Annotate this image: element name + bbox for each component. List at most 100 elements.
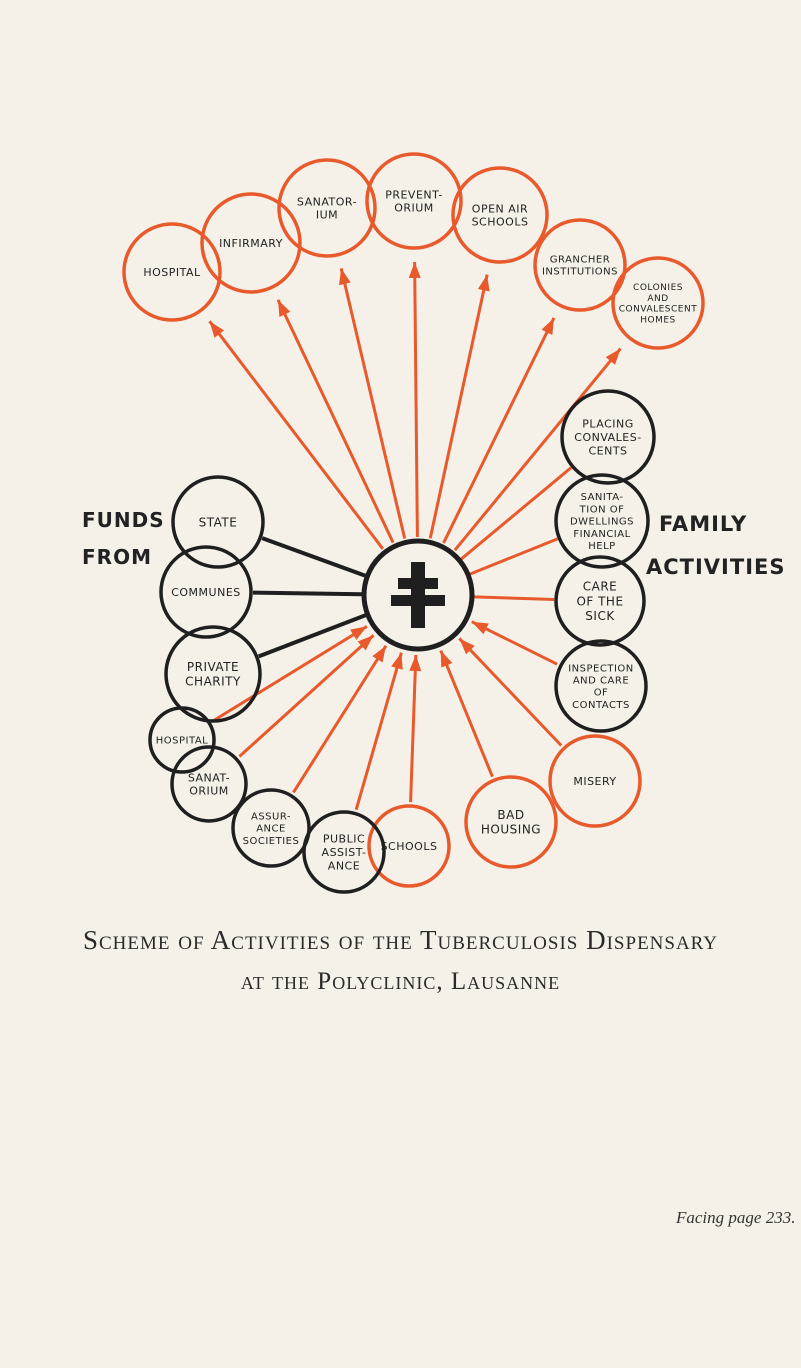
funding-line-communes xyxy=(252,590,363,597)
arrow-to-hospital-top xyxy=(208,320,385,550)
node-circle xyxy=(367,804,451,888)
arrowhead-open-air-schools xyxy=(477,274,490,292)
node-circle xyxy=(554,473,650,569)
arrow-from-public-assistance xyxy=(354,652,403,811)
node-label: CENTS xyxy=(588,444,627,457)
node-label: SCHOOLS xyxy=(381,840,438,853)
node-circle xyxy=(464,775,558,869)
node-label: BAD xyxy=(497,808,524,822)
node-label: DWELLINGS xyxy=(570,517,634,528)
node-circle xyxy=(159,545,253,639)
node-circle xyxy=(548,734,642,828)
node-label: MISERY xyxy=(573,775,616,788)
node-label: ASSUR- xyxy=(251,811,291,822)
node-label: OPEN AIR xyxy=(472,202,528,215)
arrowhead-center-misery xyxy=(459,638,475,655)
arrow-to-infirmary xyxy=(276,299,395,544)
arrowhead-preventorium xyxy=(408,261,421,279)
arrow-from-assurance-societies xyxy=(292,644,388,794)
arrow-to-open-air-schools xyxy=(428,274,489,539)
arrowhead-center-bad-housing xyxy=(440,650,453,668)
node-label: SANITA- xyxy=(581,492,624,503)
node-label: PUBLIC xyxy=(323,833,365,846)
funding-line-private-charity xyxy=(258,613,367,659)
node-label: STATE xyxy=(199,515,238,529)
caption-line-1: Scheme of Activities of the Tuberculosis… xyxy=(82,925,719,955)
center-dispensary xyxy=(361,538,475,652)
link-placing-convalescents xyxy=(460,466,573,561)
node-label: HOSPITAL xyxy=(156,736,208,747)
node-circles: HOSPITALINFIRMARYSANATOR-IUMPREVENT-ORIU… xyxy=(122,152,705,894)
arrow-to-colonies-convalescent xyxy=(453,347,622,552)
node-label: ASSIST- xyxy=(322,846,367,859)
node-label: SANAT- xyxy=(188,771,230,784)
node-sanatorium-top: SANATOR-IUM xyxy=(277,158,377,258)
arrow-from-bad-housing xyxy=(439,649,494,778)
node-circle xyxy=(560,389,656,485)
node-infirmary: INFIRMARY xyxy=(200,192,302,294)
node-hospital-bottom: HOSPITAL xyxy=(148,706,216,774)
node-label: OF THE xyxy=(576,594,623,608)
node-circle xyxy=(164,625,262,723)
node-sanatorium-bottom: SANAT-ORIUM xyxy=(170,745,248,823)
node-label: FINANCIAL xyxy=(573,529,630,540)
node-circle xyxy=(611,256,705,350)
node-circle xyxy=(231,788,311,868)
node-label: IUM xyxy=(316,209,338,222)
arrow-to-preventorium xyxy=(413,261,419,538)
node-label: TION OF xyxy=(579,504,625,515)
cross-of-lorraine-icon xyxy=(391,562,445,628)
arrowhead-center-schools xyxy=(409,654,422,672)
node-label: ORIUM xyxy=(189,785,229,798)
arrow-to-sanatorium-top xyxy=(339,268,407,539)
family-label: FAMILY xyxy=(659,512,748,536)
caption-line-2: at the Polyclinic, Lausanne xyxy=(240,968,561,995)
node-label: CONVALESCENT xyxy=(619,305,697,315)
arrow-from-sanatorium-bottom xyxy=(238,634,375,758)
node-label: SCHOOLS xyxy=(472,216,529,229)
node-label: PLACING xyxy=(582,418,634,431)
node-communes: COMMUNES xyxy=(159,545,253,639)
node-circle xyxy=(451,166,549,264)
node-label: OF xyxy=(594,688,609,699)
node-label: CONVALES- xyxy=(574,431,641,444)
node-circle xyxy=(200,192,302,294)
node-label: PREVENT- xyxy=(385,188,443,201)
node-label: PRIVATE xyxy=(187,660,239,674)
funding-line-state xyxy=(261,536,367,578)
node-label: AND xyxy=(647,294,668,304)
node-circle xyxy=(277,158,377,258)
node-circle xyxy=(302,810,386,894)
arrowhead-center-hospital-bottom xyxy=(350,626,367,640)
node-label: ANCE xyxy=(256,824,286,835)
arrowhead-sanatorium-top xyxy=(339,268,351,286)
arrowhead-infirmary xyxy=(278,299,291,317)
node-hospital-top: HOSPITAL xyxy=(122,222,222,322)
arrowhead-center-assurance-societies xyxy=(372,645,386,663)
node-circle xyxy=(365,152,463,250)
node-preventorium: PREVENT-ORIUM xyxy=(365,152,463,250)
arrowhead-hospital-top xyxy=(209,321,225,338)
arrowhead-center-inspection-contacts xyxy=(471,621,489,635)
activities-label: ACTIVITIES xyxy=(646,555,786,579)
arrowhead-center-sanatorium-bottom xyxy=(357,635,374,651)
node-label: CONTACTS xyxy=(572,700,630,711)
arrow-from-misery xyxy=(458,637,563,747)
node-label: INSPECTION xyxy=(568,663,634,674)
node-label: INFIRMARY xyxy=(219,237,283,250)
node-circle xyxy=(533,218,627,312)
node-label: HOMES xyxy=(640,316,676,326)
node-label: SOCIETIES xyxy=(243,836,300,847)
node-label: ORIUM xyxy=(394,202,434,215)
arrowhead-grancher-institutions xyxy=(541,317,555,335)
node-circle xyxy=(171,475,265,569)
arrowhead-center-public-assistance xyxy=(391,652,403,670)
